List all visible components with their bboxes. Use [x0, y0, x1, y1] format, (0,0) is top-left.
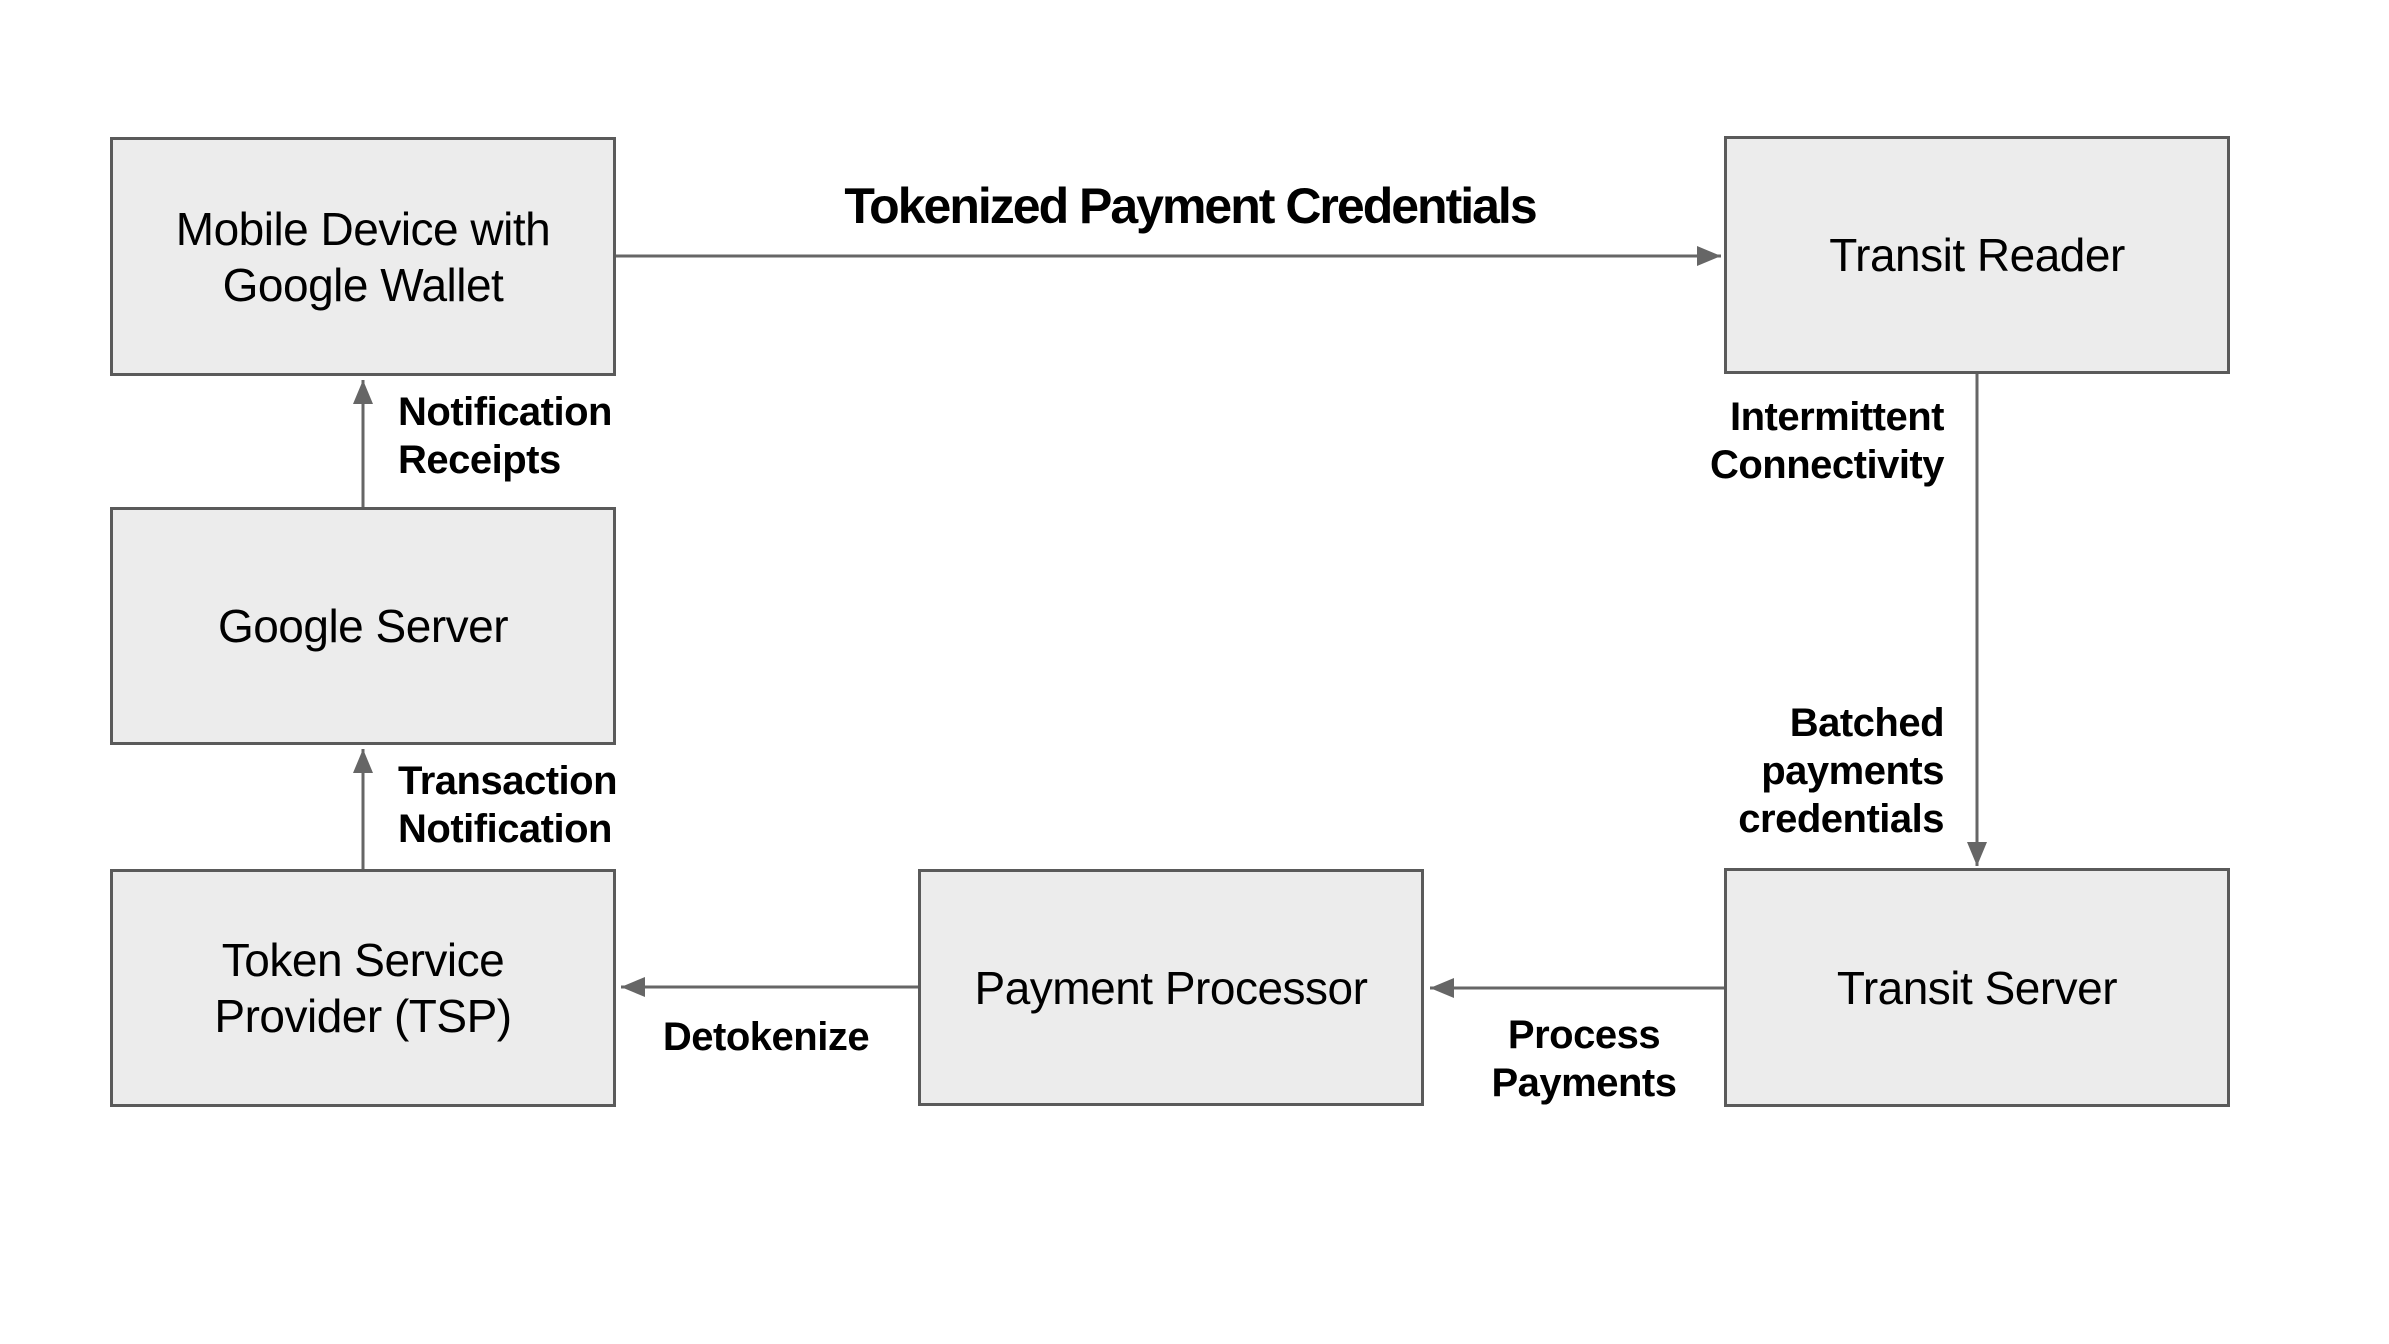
edge-label-detokenize: Detokenize [662, 1015, 870, 1059]
node-payment-processor: Payment Processor [918, 869, 1424, 1106]
node-transit-reader: Transit Reader [1724, 136, 2230, 374]
node-mobile-device-google-wallet: Mobile Device with Google Wallet [110, 137, 616, 376]
edge-label-process-payments: Process Payments [1491, 1013, 1677, 1105]
edge-label-notification-receipts: Notification Receipts [398, 390, 612, 482]
edge-label-intermittent-connectivity: Intermittent Connectivity [1709, 395, 1945, 487]
edge-label-transaction-notification: Transaction Notification [398, 759, 618, 851]
node-transit-server: Transit Server [1724, 868, 2230, 1107]
edge-label-tokenized-payment-credentials: Tokenized Payment Credentials [844, 178, 1537, 234]
node-google-server: Google Server [110, 507, 616, 745]
edge-label-batched-payments-credentials: Batched payments credentials [1738, 701, 1944, 841]
node-token-service-provider: Token Service Provider (TSP) [110, 869, 616, 1107]
